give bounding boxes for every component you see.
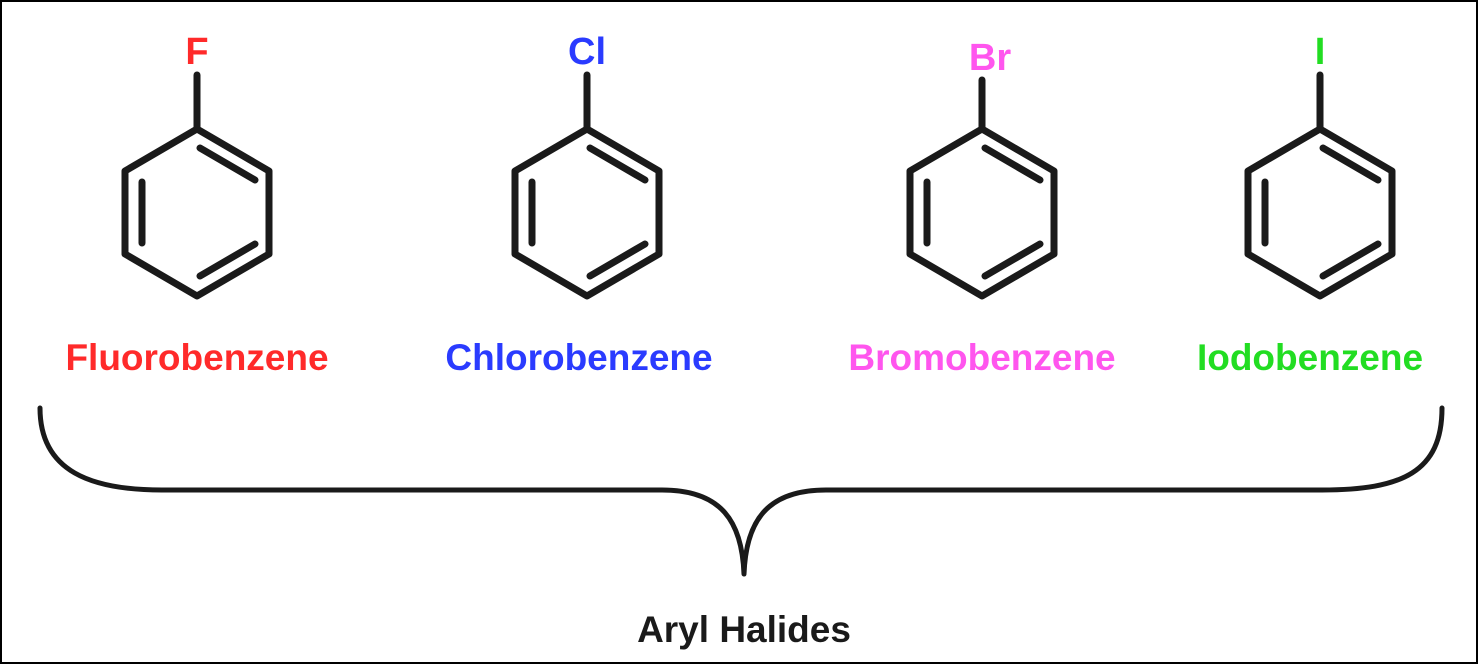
compound-name: Chlorobenzene bbox=[445, 337, 712, 378]
compound-iodobenzene: I Iodobenzene bbox=[1197, 31, 1423, 378]
benzene-ring bbox=[121, 125, 273, 300]
double-bond-inner-line bbox=[981, 144, 1044, 184]
group-label: Aryl Halides bbox=[637, 609, 851, 650]
benzene-ring bbox=[1244, 125, 1396, 300]
double-bond-inner-line bbox=[1319, 144, 1382, 184]
grouping-brace bbox=[37, 405, 1445, 577]
double-bond-inner-line bbox=[586, 240, 649, 280]
benzene-ring bbox=[511, 125, 663, 300]
halogen-atom-label: Br bbox=[969, 37, 1011, 79]
double-bond-inner-line bbox=[981, 240, 1044, 280]
compound-bromobenzene: Br Bromobenzene bbox=[848, 37, 1115, 378]
double-bond-inner-line bbox=[586, 144, 649, 184]
halogen-atom-label: I bbox=[1315, 31, 1326, 73]
compound-name: Fluorobenzene bbox=[65, 337, 328, 378]
double-bond-inner-line bbox=[1319, 240, 1382, 280]
compound-name: Bromobenzene bbox=[848, 337, 1115, 378]
compound-chlorobenzene: Cl Chlorobenzene bbox=[445, 31, 712, 378]
halogen-atom-label: Cl bbox=[568, 31, 606, 73]
double-bond-inner-line bbox=[196, 240, 259, 280]
compound-name: Iodobenzene bbox=[1197, 337, 1423, 378]
halogen-atom-label: F bbox=[185, 31, 208, 73]
benzene-ring bbox=[906, 125, 1058, 300]
double-bond-inner-line bbox=[196, 144, 259, 184]
compound-fluorobenzene: F Fluorobenzene bbox=[65, 31, 328, 378]
